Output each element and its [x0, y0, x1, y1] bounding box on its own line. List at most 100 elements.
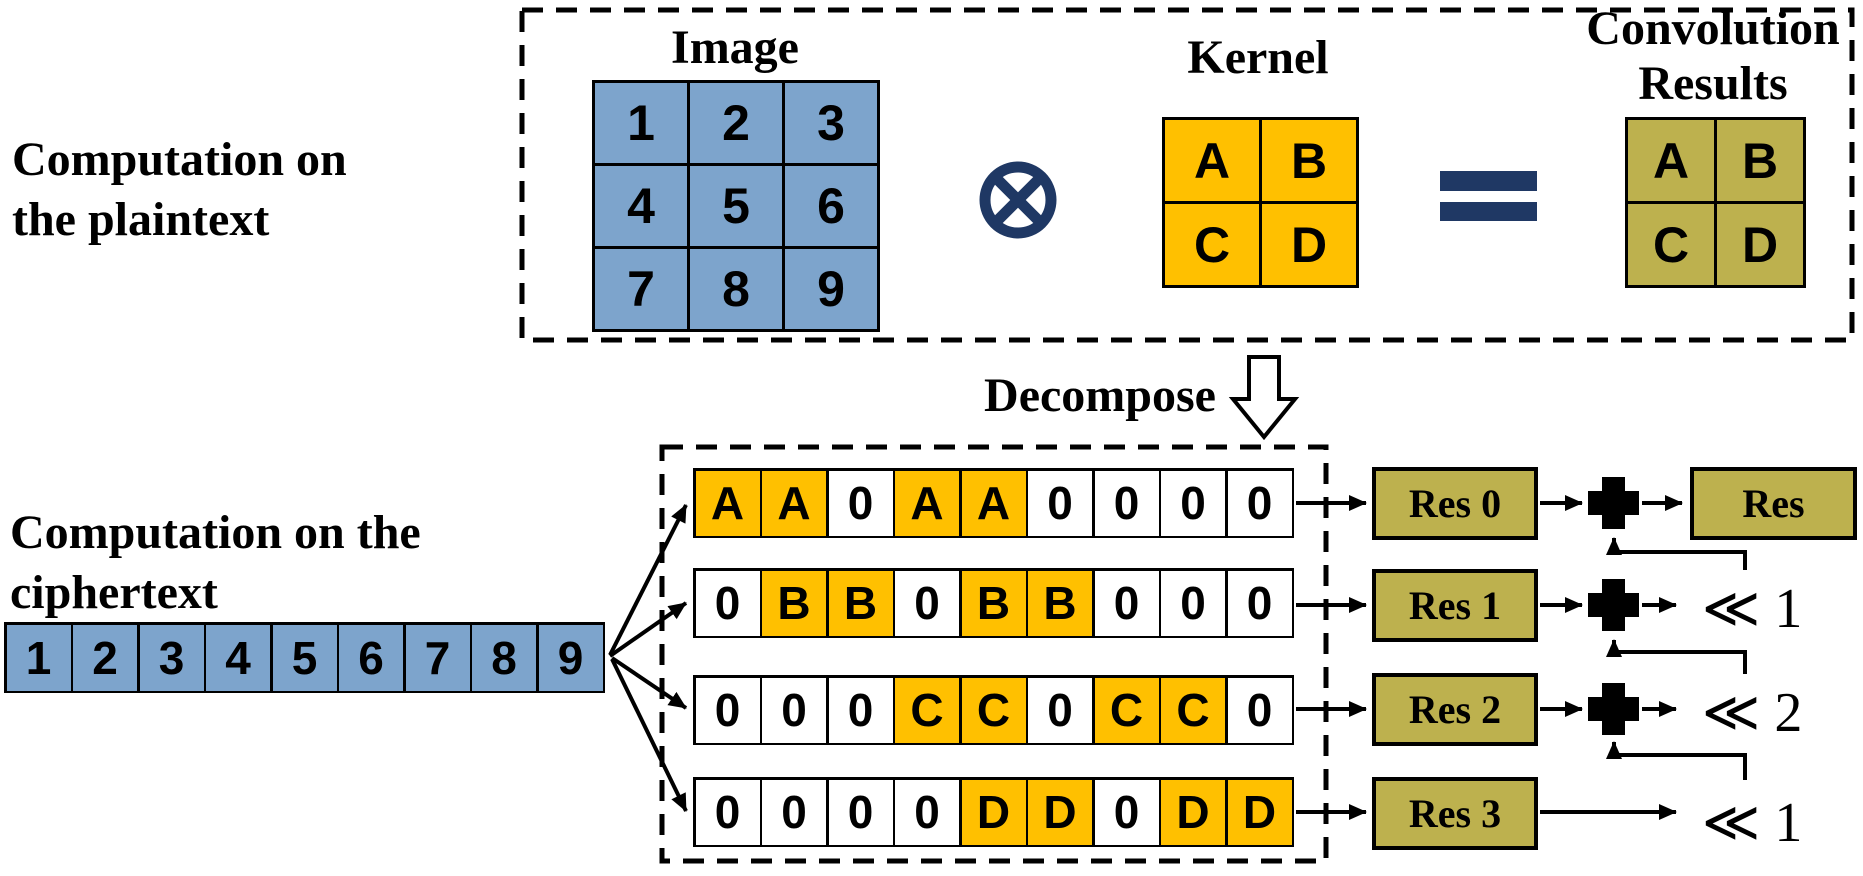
image-cell: 7: [595, 249, 687, 329]
final-res-box: Res: [1690, 467, 1857, 540]
row-cell: 0: [1028, 677, 1092, 743]
ciphertext-caption-line2: ciphertext: [10, 566, 218, 619]
row-cell: 0: [1094, 779, 1159, 845]
plaintext-caption-line2: the plaintext: [12, 193, 270, 246]
kernel-cell: A: [1165, 120, 1259, 201]
row-cell: C: [1094, 677, 1159, 743]
row-cell: 0: [828, 677, 893, 743]
decompose-label: Decompose: [984, 369, 1216, 422]
row-cell: A: [762, 470, 826, 536]
feedback-connector: [1606, 639, 1747, 674]
plaintext-caption-line1: Computation on: [12, 133, 347, 186]
vector-cell: 1: [6, 624, 71, 691]
vector-cell: 8: [472, 624, 536, 691]
image-cell: 8: [690, 249, 782, 329]
results-cell: A: [1628, 120, 1714, 201]
row-cell: 0: [1028, 470, 1092, 536]
results-title-line2: Results: [1638, 57, 1788, 110]
vector-cell: 6: [339, 624, 403, 691]
fan-arrow: [608, 504, 688, 656]
decomposed-row-0: A A 0 A A 0 0 0 0: [693, 468, 1294, 538]
results-title: Convolution Results: [1583, 1, 1843, 111]
vector-cell: 5: [272, 624, 337, 691]
row-cell: 0: [762, 779, 826, 845]
res-box-0: Res 0: [1372, 467, 1538, 540]
decomposed-row-3: 0 0 0 0 D D 0 D D: [693, 777, 1294, 847]
row-cell: 0: [1094, 470, 1159, 536]
row-cell: 0: [895, 779, 959, 845]
kernel-title: Kernel: [1187, 31, 1329, 84]
results-title-line1: Convolution: [1586, 2, 1840, 55]
image-cell: 9: [785, 249, 877, 329]
res-box-3: Res 3: [1372, 777, 1538, 850]
row-cell: C: [1161, 677, 1225, 743]
vector-cell: 2: [73, 624, 137, 691]
res-box-2: Res 2: [1372, 673, 1538, 746]
tensor-product-icon: [979, 161, 1057, 239]
kernel-cell: C: [1165, 204, 1259, 285]
row-cell: 0: [1227, 570, 1292, 636]
plus-icon: [1588, 579, 1639, 631]
image-grid: 1 2 3 4 5 6 7 8 9: [592, 80, 880, 332]
row-cell: B: [762, 570, 826, 636]
row-cell: D: [1028, 779, 1092, 845]
image-cell: 1: [595, 83, 687, 163]
ciphertext-caption-line1: Computation on the: [10, 506, 421, 559]
row-cell: A: [961, 470, 1026, 536]
row-cell: B: [1028, 570, 1092, 636]
kernel-cell: B: [1262, 120, 1356, 201]
row-cell: C: [961, 677, 1026, 743]
plaintext-dashed-box: [519, 7, 1855, 343]
fan-arrow: [610, 656, 688, 710]
ciphertext-vector: 1 2 3 4 5 6 7 8 9: [4, 622, 605, 693]
row-cell: B: [961, 570, 1026, 636]
image-title: Image: [671, 21, 799, 74]
shift-label-row2: ≪ 2: [1701, 682, 1803, 744]
results-cell: D: [1717, 204, 1803, 285]
vector-cell: 3: [139, 624, 204, 691]
row-cell: 0: [828, 470, 893, 536]
row-cell: D: [1227, 779, 1292, 845]
vector-cell: 7: [405, 624, 470, 691]
kernel-cell: D: [1262, 204, 1356, 285]
results-cell: B: [1717, 120, 1803, 201]
res-box-1: Res 1: [1372, 569, 1538, 642]
image-cell: 3: [785, 83, 877, 163]
equals-icon: [1440, 171, 1537, 221]
row-cell: 0: [895, 570, 959, 636]
row-cell: 0: [828, 779, 893, 845]
row-cell: 0: [762, 677, 826, 743]
row-cell: A: [895, 470, 959, 536]
image-cell: 4: [595, 166, 687, 246]
shift-label-row3: ≪ 1: [1701, 792, 1803, 854]
plus-icon: [1588, 683, 1639, 735]
row-cell: 0: [695, 570, 760, 636]
row-cell: B: [828, 570, 893, 636]
row-cell: 0: [1094, 570, 1159, 636]
row-cell: 0: [695, 779, 760, 845]
results-cell: C: [1628, 204, 1714, 285]
image-cell: 2: [690, 83, 782, 163]
row-cell: A: [695, 470, 760, 536]
vector-cell: 4: [206, 624, 270, 691]
row-cell: 0: [1227, 677, 1292, 743]
image-cell: 6: [785, 166, 877, 246]
row-cell: 0: [695, 677, 760, 743]
feedback-connector: [1606, 741, 1747, 780]
row-cell: D: [961, 779, 1026, 845]
vector-cell: 9: [538, 624, 603, 691]
fan-arrow: [610, 658, 688, 812]
plaintext-caption: Computation on the plaintext: [12, 130, 452, 250]
feedback-connector: [1606, 537, 1747, 570]
kernel-grid: A B C D: [1162, 117, 1359, 288]
decomposed-row-2: 0 0 0 C C 0 C C 0: [693, 675, 1294, 745]
image-cell: 5: [690, 166, 782, 246]
decompose-dashed-box: [659, 444, 1329, 864]
plus-icon: [1588, 477, 1639, 529]
results-grid: A B C D: [1625, 117, 1806, 288]
fan-arrow: [608, 601, 688, 658]
ciphertext-caption: Computation on the ciphertext: [10, 503, 480, 623]
shift-label-row1: ≪ 1: [1701, 578, 1803, 640]
